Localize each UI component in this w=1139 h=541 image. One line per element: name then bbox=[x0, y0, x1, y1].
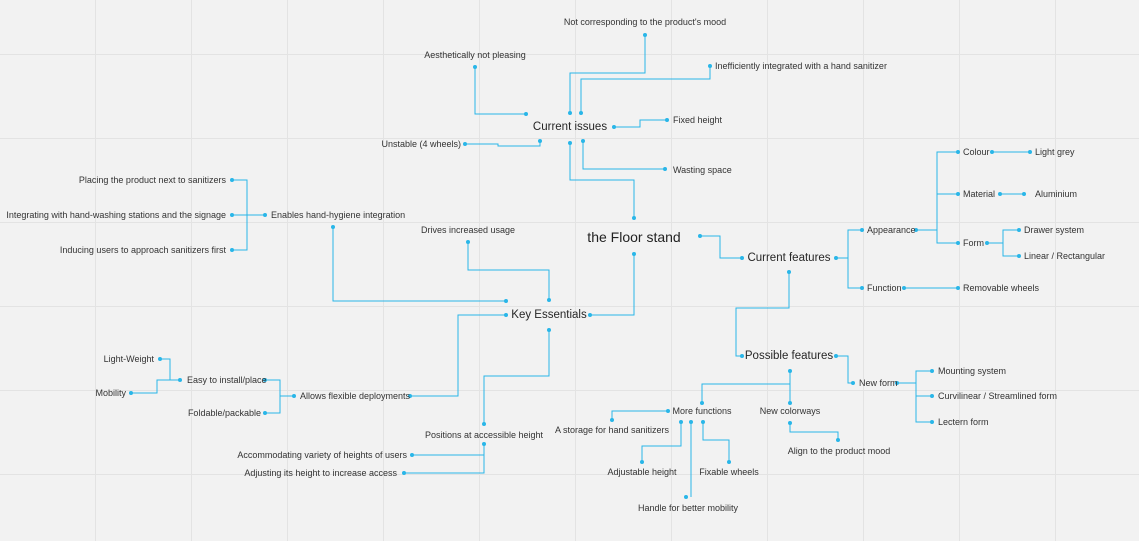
link-easy-mobility bbox=[131, 379, 170, 394]
link-nf-mounting bbox=[897, 370, 932, 384]
link-root-current-features bbox=[700, 235, 742, 259]
link-issue-fixed-height bbox=[614, 119, 667, 128]
flexible-easy-install[interactable]: Easy to install/place bbox=[187, 375, 267, 385]
possible-features-node[interactable]: Possible features bbox=[744, 350, 834, 362]
possible-new-form[interactable]: New form bbox=[859, 378, 898, 388]
new-form-mounting[interactable]: Mounting system bbox=[938, 366, 1007, 376]
link-cf-appearance bbox=[836, 229, 862, 259]
issue-not-pleasing[interactable]: Aesthetically not pleasing bbox=[424, 50, 526, 60]
essential-drives-usage[interactable]: Drives increased usage bbox=[420, 225, 516, 235]
link-pf-more-functions bbox=[701, 371, 791, 403]
link-cf-possible bbox=[735, 272, 790, 357]
feature-function[interactable]: Function bbox=[867, 283, 902, 293]
appearance-material[interactable]: Material bbox=[963, 189, 996, 199]
flexible-foldable[interactable]: Foldable/packable bbox=[187, 408, 261, 418]
positions-adjusting[interactable]: Adjusting its height to increase access bbox=[244, 468, 397, 478]
current-features-node[interactable]: Current features bbox=[747, 252, 831, 264]
more-adjustable[interactable]: Adjustable height bbox=[607, 467, 677, 477]
issue-wasting-space[interactable]: Wasting space bbox=[673, 165, 732, 175]
link-app-material bbox=[936, 193, 958, 230]
link-form-linear bbox=[1002, 243, 1019, 257]
more-fixable[interactable]: Fixable wheels bbox=[699, 467, 759, 477]
new-form-curvilinear[interactable]: Curvilinear / Streamlined form bbox=[938, 391, 1058, 401]
issue-inefficient[interactable]: Inefficiently integrated with a hand san… bbox=[715, 61, 887, 71]
link-issue-not-mood bbox=[569, 35, 646, 113]
flexible-mobility[interactable]: Mobility bbox=[95, 388, 126, 398]
hygiene-placing[interactable]: Placing the product next to sanitizers bbox=[78, 175, 226, 185]
hygiene-inducing[interactable]: Inducing users to approach sanitizers fi… bbox=[59, 245, 226, 255]
link-issue-unstable bbox=[465, 141, 541, 147]
current-issues-node[interactable]: Current issues bbox=[532, 121, 608, 133]
link-hyg-placing bbox=[232, 179, 248, 215]
possible-colorways[interactable]: New colorways bbox=[759, 406, 821, 416]
key-essentials-node[interactable]: Key Essentials bbox=[511, 309, 587, 321]
feature-appearance[interactable]: Appearance bbox=[867, 225, 916, 235]
link-colorways-align bbox=[789, 423, 839, 440]
link-mf-adjustable bbox=[641, 422, 682, 462]
link-nf-curvilinear bbox=[915, 383, 932, 397]
root-node[interactable]: the Floor stand bbox=[587, 229, 681, 245]
form-linear[interactable]: Linear / Rectangular bbox=[1024, 251, 1106, 261]
link-pos-adjusting bbox=[404, 455, 485, 474]
link-nf-lectern bbox=[915, 396, 932, 423]
link-flex-foldable bbox=[265, 396, 281, 414]
link-ess-hygiene bbox=[332, 227, 506, 302]
link-mf-fixable bbox=[702, 422, 730, 462]
colorways-align[interactable]: Align to the product mood bbox=[787, 446, 891, 456]
appearance-form[interactable]: Form bbox=[963, 238, 984, 248]
link-flex-easy bbox=[265, 379, 294, 397]
link-form-drawer bbox=[987, 229, 1019, 244]
link-issue-inefficient bbox=[580, 66, 711, 113]
link-issue-wasting-space bbox=[582, 141, 665, 170]
link-root-current-issues bbox=[569, 143, 635, 218]
flexible-light-weight[interactable]: Light-Weight bbox=[103, 354, 154, 364]
link-easy-lightweight bbox=[160, 358, 180, 381]
possible-more-functions[interactable]: More functions bbox=[672, 406, 732, 416]
link-app-form bbox=[936, 230, 958, 244]
more-handle[interactable]: Handle for better mobility bbox=[637, 503, 739, 513]
link-ess-positions bbox=[483, 330, 550, 424]
link-hyg-inducing bbox=[232, 215, 248, 251]
hygiene-integrating[interactable]: Integrating with hand-washing stations a… bbox=[6, 210, 226, 220]
link-pos-accommodating bbox=[412, 444, 485, 456]
function-removable[interactable]: Removable wheels bbox=[963, 283, 1040, 293]
essential-hygiene[interactable]: Enables hand-hygiene integration bbox=[271, 210, 406, 220]
appearance-colour[interactable]: Colour bbox=[963, 147, 990, 157]
essential-flexible[interactable]: Allows flexible deployments bbox=[300, 391, 411, 401]
issue-unstable[interactable]: Unstable (4 wheels) bbox=[381, 139, 461, 149]
new-form-lectern[interactable]: Lectern form bbox=[938, 417, 989, 427]
link-mf-storage bbox=[611, 410, 668, 420]
link-pf-new-form bbox=[836, 355, 853, 384]
link-app-colour bbox=[916, 151, 958, 231]
form-drawer[interactable]: Drawer system bbox=[1024, 225, 1085, 235]
essential-positions[interactable]: Positions at accessible height bbox=[424, 430, 544, 440]
material-aluminium[interactable]: Aluminium bbox=[1035, 189, 1078, 199]
link-issue-not-pleasing bbox=[474, 67, 526, 115]
link-root-key-essentials bbox=[590, 254, 635, 316]
colour-light-grey[interactable]: Light grey bbox=[1035, 147, 1075, 157]
link-ess-drives-usage bbox=[467, 242, 550, 300]
issue-not-mood[interactable]: Not corresponding to the product's mood bbox=[563, 17, 727, 27]
link-cf-function bbox=[847, 258, 862, 289]
link-ess-flexible bbox=[410, 314, 506, 397]
more-storage[interactable]: A storage for hand sanitizers bbox=[554, 425, 670, 435]
issue-fixed-height[interactable]: Fixed height bbox=[673, 115, 723, 125]
positions-accommodating[interactable]: Accommodating variety of heights of user… bbox=[237, 450, 407, 460]
